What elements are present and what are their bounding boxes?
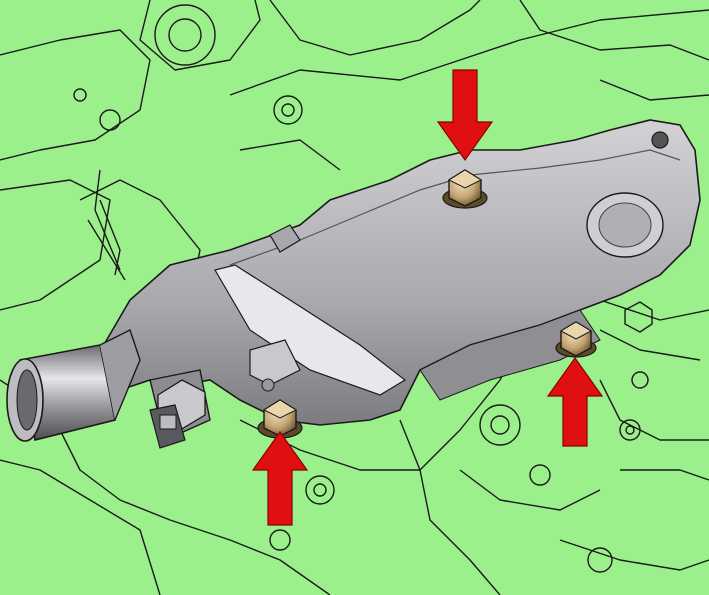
arrow-bottom-left xyxy=(251,430,309,526)
arrow-top xyxy=(436,69,494,162)
housing-body xyxy=(94,119,701,426)
outlet-pipe xyxy=(6,329,141,442)
housing-rib xyxy=(214,264,407,396)
arrow-up-icon xyxy=(251,430,309,526)
arrow-right xyxy=(546,356,604,447)
small-fastener xyxy=(261,378,275,392)
housing-shadow xyxy=(419,309,601,401)
bolt-right xyxy=(555,321,597,358)
bolt-top xyxy=(442,169,488,209)
arrow-down-icon xyxy=(436,69,494,162)
housing-ear xyxy=(269,224,301,253)
temperature-sensor xyxy=(149,369,211,449)
flange-hole xyxy=(651,131,669,149)
arrow-up-icon xyxy=(546,356,604,447)
housing-boss-inner xyxy=(598,202,652,248)
housing-tab xyxy=(249,339,301,386)
bolt-bottom-left xyxy=(257,399,303,439)
